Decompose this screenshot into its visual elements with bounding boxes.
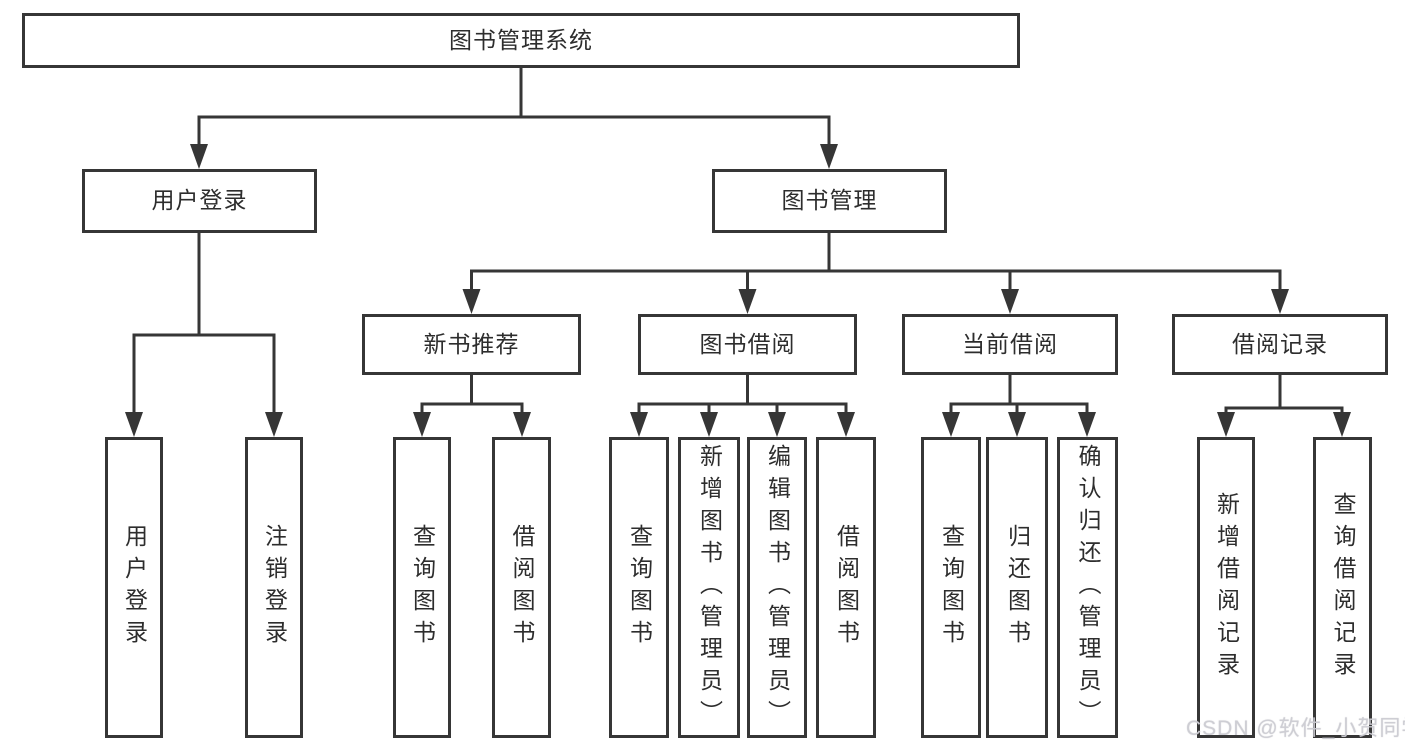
leaf-current-confirm-return-admin: 确认归还（管理员）: [1057, 437, 1118, 738]
arrowheads-root: [190, 144, 838, 169]
leaf-current-search-books-label: 查询图书: [938, 523, 965, 652]
leaf-records-add-record-label: 新增借阅记录: [1213, 491, 1240, 684]
arrowheads-borrowing-records: [1217, 412, 1351, 437]
leaf-borrowing-edit-books-admin: 编辑图书（管理员）: [747, 437, 807, 738]
connector-borrowing-records: [1224, 375, 1344, 415]
leaf-borrowing-borrow-books-label: 借阅图书: [833, 523, 860, 652]
arrowheads-current-borrowing: [942, 412, 1096, 437]
leaf-records-search-record-label: 查询借阅记录: [1330, 491, 1356, 684]
leaf-logout: 注销登录: [245, 437, 303, 738]
leaf-user-login-label: 用户登录: [121, 523, 148, 652]
node-borrowing-records: 借阅记录: [1172, 314, 1388, 375]
node-current-borrowing: 当前借阅: [902, 314, 1118, 375]
arrowheads-book-borrowing: [630, 412, 855, 437]
leaf-user-login: 用户登录: [105, 437, 163, 738]
node-root-library-management-system: 图书管理系统: [22, 13, 1020, 68]
connector-new-book-recommend: [420, 375, 524, 415]
connector-book-management: [470, 233, 1282, 292]
leaf-recommend-borrow-books: 借阅图书: [492, 437, 551, 738]
leaf-records-search-record: 查询借阅记录: [1313, 437, 1372, 738]
leaf-borrowing-search-books-label: 查询图书: [626, 523, 653, 652]
node-book-borrowing: 图书借阅: [638, 314, 857, 375]
leaf-borrowing-add-books-admin: 新增图书（管理员）: [678, 437, 740, 738]
arrowheads-user-login: [125, 412, 283, 437]
node-user-login: 用户登录: [82, 169, 317, 233]
leaf-current-return-books: 归还图书: [986, 437, 1048, 738]
leaf-borrowing-search-books: 查询图书: [609, 437, 669, 738]
leaf-recommend-borrow-books-label: 借阅图书: [509, 523, 535, 652]
leaf-borrowing-borrow-books: 借阅图书: [816, 437, 876, 738]
leaf-borrowing-add-books-admin-label: 新增图书（管理员）: [696, 443, 723, 732]
leaf-current-search-books: 查询图书: [921, 437, 981, 738]
arrowheads-book-management: [462, 289, 1289, 314]
leaf-borrowing-edit-books-admin-label: 编辑图书（管理员）: [764, 443, 791, 732]
leaf-records-add-record: 新增借阅记录: [1197, 437, 1255, 738]
node-book-management: 图书管理: [712, 169, 947, 233]
connector-user-login: [132, 233, 276, 415]
leaf-logout-label: 注销登录: [261, 523, 288, 652]
arrowheads-new-book-recommend: [413, 412, 531, 437]
watermark: CSDN @软件_小贺同学: [1186, 717, 1405, 740]
leaf-current-confirm-return-admin-label: 确认归还（管理员）: [1075, 443, 1101, 732]
connector-current-borrowing: [949, 375, 1089, 415]
connector-root: [197, 68, 831, 147]
node-new-book-recommend: 新书推荐: [362, 314, 581, 375]
leaf-recommend-search-books-label: 查询图书: [409, 523, 436, 652]
leaf-recommend-search-books: 查询图书: [393, 437, 451, 738]
leaf-current-return-books-label: 归还图书: [1004, 523, 1031, 652]
connector-book-borrowing: [637, 375, 848, 415]
